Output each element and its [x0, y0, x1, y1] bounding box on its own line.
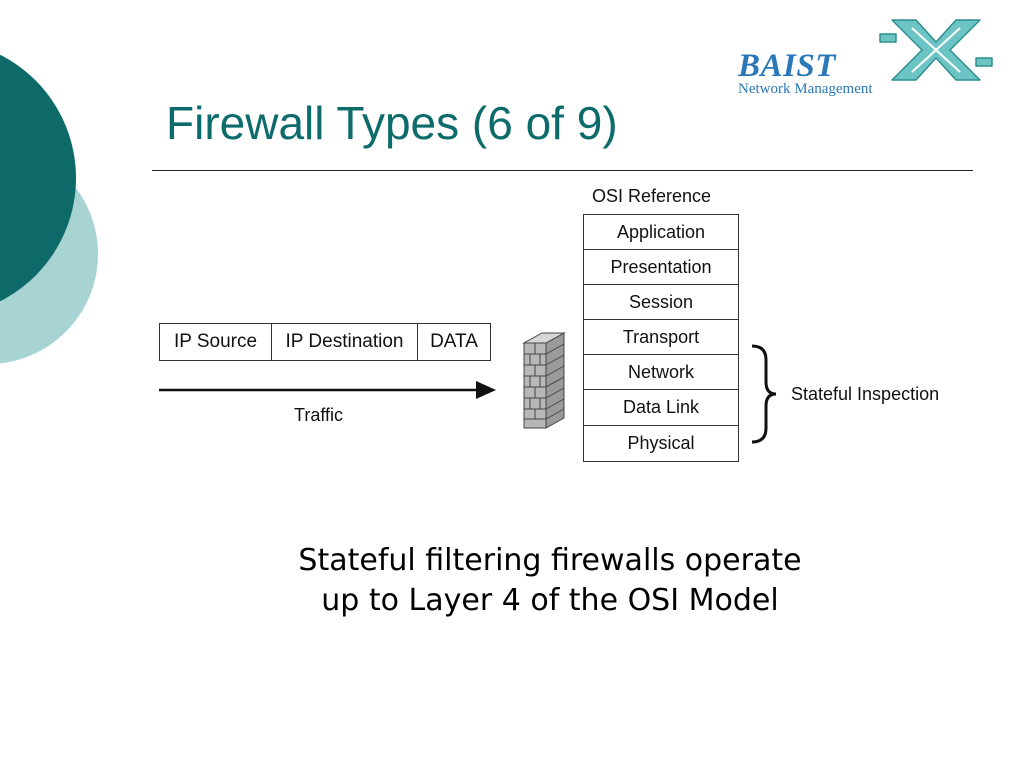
osi-layer-physical: Physical	[627, 432, 695, 453]
logo-wordmark: BAIST	[738, 48, 836, 84]
dark-circle	[0, 54, 76, 302]
packet-field-ip-source: IP Source	[160, 324, 272, 360]
osi-reference-title: OSI Reference	[592, 186, 712, 206]
osi-layer-application: Application	[584, 215, 738, 251]
caption-line-1: Stateful filtering firewalls operate	[298, 543, 802, 578]
osi-layer-stack: Application Presentation Session Transpo…	[583, 214, 739, 462]
slide-caption: Stateful filtering firewalls operate up …	[0, 541, 1024, 620]
osi-layer-session: Session	[584, 285, 738, 321]
packet-field-data: DATA	[430, 331, 478, 352]
osi-layer-transport: Transport	[584, 320, 738, 356]
crossed-arrows-icon	[879, 19, 993, 81]
decorative-circles	[0, 54, 98, 364]
slide-title: Firewall Types (6 of 9)	[166, 97, 618, 149]
caption-line-2: up to Layer 4 of the OSI Model	[321, 582, 779, 618]
packet-header: IP Source IP Destination DATA	[159, 323, 491, 361]
traffic-label: Traffic	[294, 405, 344, 425]
osi-layer-presentation: Presentation	[584, 250, 738, 286]
curly-brace	[751, 344, 777, 444]
logo-subtitle: Network Management	[738, 81, 873, 97]
packet-field-ip-destination: IP Destination	[272, 324, 418, 360]
osi-layer-data-link: Data Link	[584, 390, 738, 426]
brick-wall-icon	[522, 332, 566, 429]
traffic-arrow	[159, 381, 496, 399]
baist-logo: BAIST Network Management	[734, 14, 1004, 104]
osi-layer-network: Network	[584, 355, 738, 391]
title-divider	[152, 170, 973, 171]
stateful-inspection-label: Stateful Inspection	[791, 384, 940, 404]
